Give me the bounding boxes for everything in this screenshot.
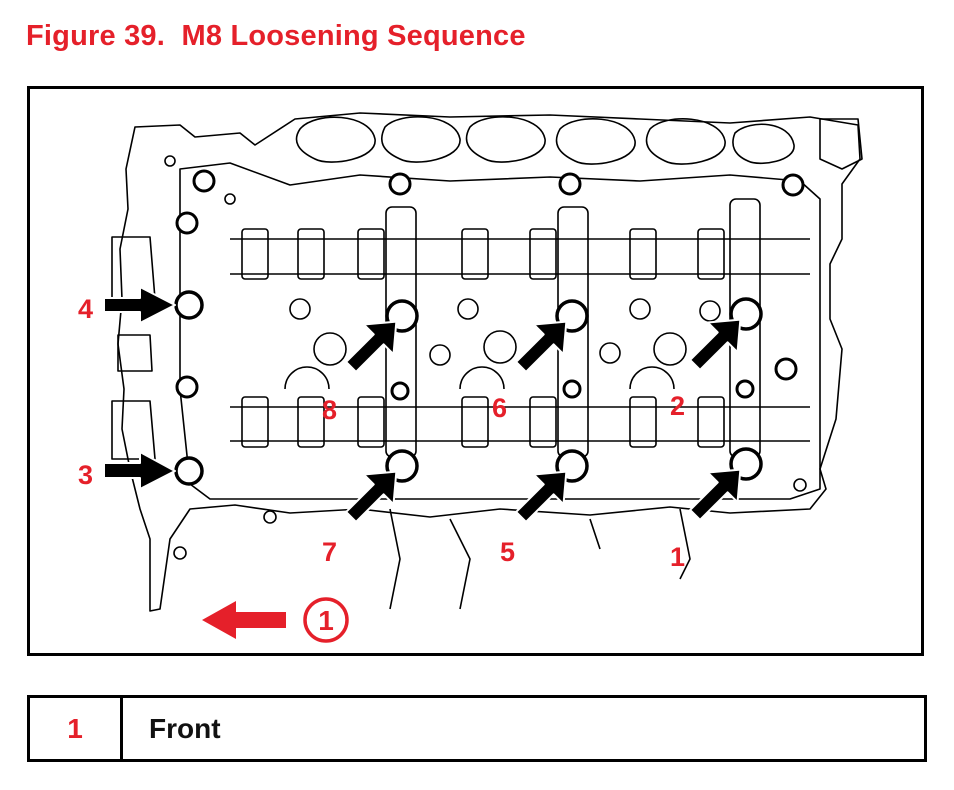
engine-outline xyxy=(111,112,863,612)
arrow-icon xyxy=(345,320,398,373)
arrow-icon xyxy=(103,286,176,324)
legend-table: 1 Front xyxy=(27,695,927,762)
legend-number: 1 xyxy=(30,698,123,759)
arrow-icon xyxy=(103,451,176,490)
sequence-label-3: 3 xyxy=(78,460,93,490)
figure-title: Figure 39. M8 Loosening Sequence xyxy=(26,20,526,52)
front-indicator: 1 xyxy=(202,597,349,643)
sequence-label-4: 4 xyxy=(78,294,93,324)
sequence-labels: 1 2 3 4 5 6 7 8 xyxy=(78,294,685,572)
legend-description: Front xyxy=(149,712,221,744)
arrow-icon xyxy=(515,320,568,373)
arrow-icon xyxy=(345,470,398,523)
sequence-label-5: 5 xyxy=(500,537,515,567)
m8-bolt-4 xyxy=(174,290,204,320)
sequence-label-6: 6 xyxy=(492,393,507,423)
sequence-label-1: 1 xyxy=(670,542,685,572)
front-callout-number: 1 xyxy=(318,605,334,636)
perimeter-bolts xyxy=(175,169,805,401)
sequence-label-2: 2 xyxy=(670,391,685,421)
arrow-icon xyxy=(689,468,742,521)
front-arrow-icon xyxy=(202,601,286,639)
front-callout-circle xyxy=(303,597,349,643)
m8-bolt-3 xyxy=(174,456,204,486)
bolt-arrows xyxy=(103,286,742,523)
diagram-frame: 1 2 3 4 5 6 7 8 1 xyxy=(27,86,924,656)
arrow-icon xyxy=(515,470,568,523)
sequence-label-8: 8 xyxy=(322,395,337,425)
cylinder-head-diagram: 1 2 3 4 5 6 7 8 1 xyxy=(78,112,863,643)
sequence-label-7: 7 xyxy=(322,537,337,567)
arrow-icon xyxy=(689,318,742,371)
